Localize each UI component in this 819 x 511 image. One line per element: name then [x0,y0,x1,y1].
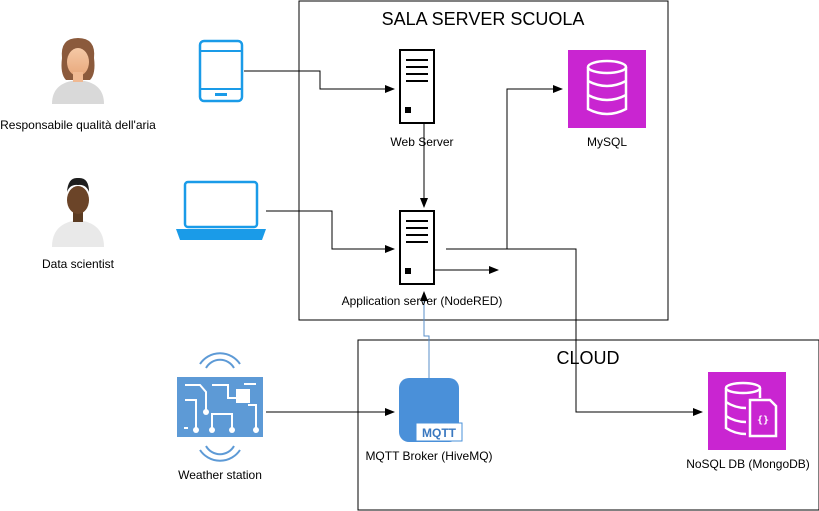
application-server-label: Application server (NodeRED) [342,294,503,308]
woman-avatar-icon [52,38,104,104]
laptop-icon [176,180,266,240]
air-quality-manager-label: Responsabile qualità dell'aria [0,118,156,132]
weather-station-label: Weather station [178,468,262,482]
svg-text:{}: {} [757,415,769,426]
school-zone-title: SALA SERVER SCUOLA [382,9,585,29]
mqtt-to-appserver-connector [420,291,430,378]
mqtt-broker-label: MQTT Broker (HiveMQ) [365,449,492,463]
tablet-icon [198,39,244,103]
appserver-to-mysql-connector [446,85,563,250]
mqtt-badge-text: MQTT [422,426,457,440]
appserver-to-nosql-connector [446,248,703,416]
connectors [244,70,703,416]
man-avatar-icon [52,177,104,247]
cloud-zone: CLOUD [357,339,819,511]
web-server-icon [399,49,435,124]
web-server-label: Web Server [390,135,453,149]
mysql-label: MySQL [587,135,627,149]
database-icon [568,50,646,128]
iot-sensor-icon [177,352,263,462]
application-server-icon [399,210,435,285]
school-server-room-zone: SALA SERVER SCUOLA [298,0,669,321]
tablet-to-webserver-connector [244,70,395,93]
cloud-zone-title: CLOUD [556,348,619,368]
data-scientist-label: Data scientist [42,257,115,271]
laptop-to-appserver-connector [266,210,395,253]
nosql-label: NoSQL DB (MongoDB) [686,457,810,471]
document-database-icon: {} [708,372,786,450]
mqtt-broker-icon: MQTT [399,378,463,442]
